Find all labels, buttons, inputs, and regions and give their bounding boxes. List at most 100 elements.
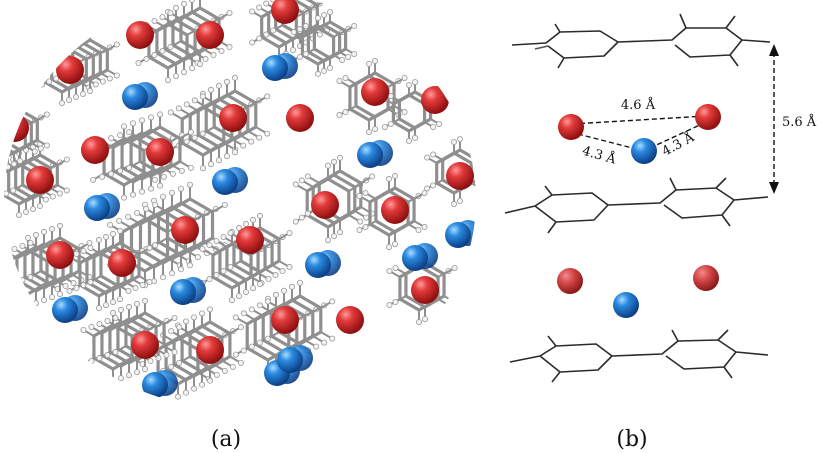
hydrogen-atom — [103, 233, 110, 240]
hydrogen-atom — [362, 224, 369, 231]
hydrogen-atom — [242, 220, 249, 227]
hydrogen-atom — [175, 105, 182, 112]
hydrogen-atom — [198, 310, 205, 317]
hydrogen-atom — [213, 371, 220, 378]
hydrogen-atom — [27, 239, 34, 246]
hydrogen-atom — [118, 375, 125, 382]
hydrogen-atom — [279, 268, 286, 275]
hydrogen-atom — [385, 244, 392, 251]
hydrogen-atom — [73, 285, 80, 292]
hydrogen-atom — [223, 78, 230, 85]
hydrogen-atom — [240, 142, 247, 149]
hydrogen-atom — [108, 135, 115, 142]
hydrogen-atom — [415, 319, 422, 326]
framework-bond — [443, 295, 456, 303]
hydrogen-atom — [351, 23, 358, 30]
hydrogen-atom — [484, 152, 489, 157]
hydrogen-atom — [147, 185, 154, 192]
hydrogen-atom — [206, 306, 213, 313]
hydrogen-atom — [126, 303, 133, 310]
hydrogen-atom — [314, 70, 321, 77]
red-atom — [171, 216, 199, 244]
red-atom — [446, 162, 474, 190]
hydrogen-atom — [248, 138, 255, 145]
hydrogen-atom — [220, 233, 227, 240]
hydrogen-atom — [289, 47, 296, 54]
framework-bond — [0, 169, 2, 175]
hydrogen-atom — [99, 78, 106, 85]
red-atom — [81, 136, 109, 164]
hydrogen-atom — [231, 149, 238, 156]
hydrogen-atom — [456, 135, 463, 142]
hydrogen-atom — [73, 94, 80, 101]
hydrogen-atom — [0, 286, 1, 291]
framework-bond — [5, 279, 18, 287]
hydrogen-atom — [326, 9, 333, 16]
hydrogen-atom — [42, 196, 49, 203]
hydrogen-atom — [16, 96, 23, 103]
framework-bond — [4, 254, 10, 262]
aromatic-sheet-middle — [504, 177, 769, 234]
hydrogen-atom — [126, 164, 133, 171]
hydrogen-atom — [39, 50, 46, 57]
hydrogen-atom — [445, 302, 452, 309]
hydrogen-atom — [302, 50, 309, 57]
hydrogen-atom — [186, 181, 193, 188]
hydrogen-atom — [249, 8, 256, 15]
hydrogen-atom — [391, 241, 398, 248]
hydrogen-atom — [326, 64, 333, 71]
hydrogen-atom — [256, 212, 263, 219]
hydrogen-atom — [272, 272, 279, 279]
hydrogen-atom — [304, 173, 311, 180]
hydrogen-atom — [46, 47, 53, 54]
hydrogen-atom — [159, 13, 166, 20]
hydrogen-atom — [356, 192, 363, 199]
hydrogen-atom — [99, 173, 106, 180]
hydrogen-atom — [155, 355, 162, 362]
hydrogen-atom — [57, 222, 64, 229]
hydrogen-atom — [156, 182, 163, 189]
hydrogen-atom — [22, 208, 29, 215]
hydrogen-atom — [272, 291, 279, 298]
hydrogen-atom — [415, 227, 422, 234]
hydrogen-atom — [421, 316, 428, 323]
hydrogen-atom — [37, 145, 44, 152]
hydrogen-atom — [342, 74, 349, 81]
hydrogen-atom — [386, 302, 393, 309]
hydrogen-atom — [264, 130, 271, 137]
hydrogen-atom — [118, 306, 125, 313]
hydrogen-atom — [188, 65, 195, 72]
hydrogen-atom — [156, 111, 163, 118]
hydrogen-atom — [365, 60, 372, 67]
hydrogen-atom — [264, 93, 271, 100]
hydrogen-atom — [363, 214, 370, 221]
hydrogen-atom — [210, 52, 217, 59]
hydrogen-atom — [186, 262, 193, 269]
hydrogen-atom — [362, 189, 369, 196]
hydrogen-atom — [188, 0, 195, 3]
hydrogen-atom — [264, 298, 271, 305]
hydrogen-atom — [151, 52, 158, 59]
aromatic-sheet-top — [511, 13, 771, 69]
hydrogen-atom — [369, 173, 376, 180]
blue-atom — [277, 347, 303, 373]
hydrogen-atom — [147, 358, 154, 365]
hydrogen-atom — [143, 205, 150, 212]
hydrogen-atom — [296, 279, 303, 286]
label-red-blue-right: 4.3 Å — [659, 129, 697, 159]
hydrogen-atom — [221, 201, 228, 208]
hydrogen-atom — [392, 299, 399, 306]
red-atom — [381, 196, 409, 224]
hydrogen-atom — [356, 227, 363, 234]
hydrogen-atom — [70, 280, 77, 287]
hydrogen-atom — [146, 279, 153, 286]
hydrogen-atom — [178, 167, 185, 174]
hydrogen-atom — [16, 157, 23, 164]
hydrogen-atom — [141, 297, 148, 304]
hydrogen-atom — [87, 279, 94, 286]
hydrogen-atom — [49, 225, 56, 232]
framework-bond — [477, 155, 487, 161]
hydrogen-atom — [232, 314, 239, 321]
hydrogen-atom — [176, 359, 183, 366]
hydrogen-atom — [110, 309, 117, 316]
